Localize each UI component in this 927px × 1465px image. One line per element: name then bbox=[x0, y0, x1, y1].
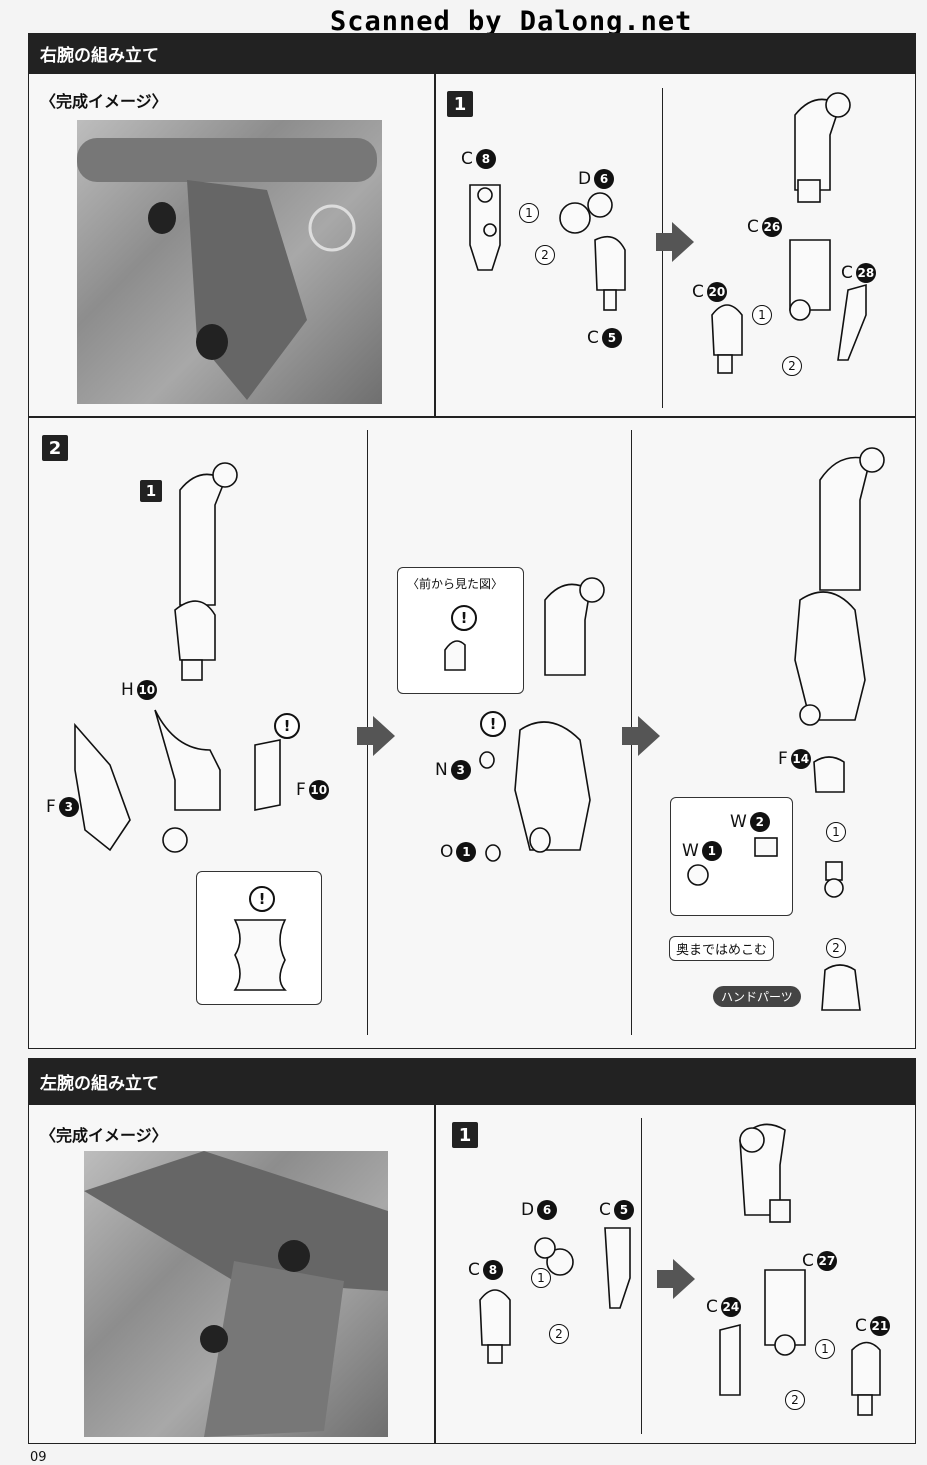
step-arrow bbox=[622, 716, 660, 756]
hand-parts-label: ハンドパーツ bbox=[713, 986, 801, 1007]
left-arm-photo bbox=[84, 1151, 388, 1437]
order-mark-2: 2 bbox=[535, 245, 555, 265]
order-mark-1: 1 bbox=[519, 203, 539, 223]
order-mark-2: 2 bbox=[549, 1324, 569, 1344]
order-mark-2: 2 bbox=[782, 356, 802, 376]
left-arm-title: 左腕の組み立て bbox=[40, 1073, 159, 1094]
order-mark-1: 1 bbox=[815, 1339, 835, 1359]
right-arm-header: 右腕の組み立て bbox=[28, 33, 916, 73]
left-arm-image-label: 〈完成イメージ〉 bbox=[40, 1126, 168, 1145]
order-mark-1: 1 bbox=[752, 305, 772, 325]
left-arm-header: 左腕の組み立て bbox=[28, 1058, 916, 1104]
right-step1-number: 1 bbox=[447, 91, 473, 117]
warning-icon: ! bbox=[274, 713, 300, 739]
page-number: 09 bbox=[30, 1450, 47, 1465]
right-step2-number: 2 bbox=[42, 435, 68, 461]
order-mark-2: 2 bbox=[785, 1390, 805, 1410]
step-arrow bbox=[657, 1259, 695, 1299]
warning-icon: ! bbox=[249, 886, 275, 912]
step-arrow bbox=[357, 716, 395, 756]
order-mark-1: 1 bbox=[826, 822, 846, 842]
order-mark-1: 1 bbox=[531, 1268, 551, 1288]
left-arm-step1-divider bbox=[641, 1118, 642, 1434]
left-step1-number: 1 bbox=[452, 1122, 478, 1148]
sub-ref-step1: 1 bbox=[140, 480, 162, 502]
right-arm-image-label: 〈完成イメージ〉 bbox=[40, 92, 168, 111]
warning-icon: ! bbox=[451, 605, 477, 631]
right-arm-photo bbox=[77, 120, 382, 404]
front-view-label: 〈前から見た図〉 bbox=[407, 577, 504, 591]
right-arm-title: 右腕の組み立て bbox=[40, 45, 159, 66]
front-view-callout bbox=[397, 567, 524, 694]
warning-icon: ! bbox=[480, 711, 506, 737]
step-arrow bbox=[656, 222, 694, 262]
push-in-note: 奥まではめこむ bbox=[669, 936, 775, 961]
watermark: Scanned by Dalong.net bbox=[330, 6, 693, 37]
order-mark-2: 2 bbox=[826, 938, 846, 958]
